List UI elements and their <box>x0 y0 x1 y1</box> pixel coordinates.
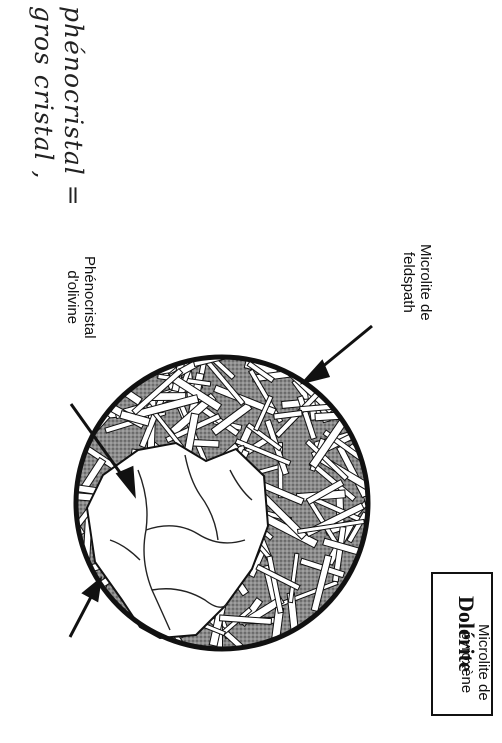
arrow-feldspar <box>304 326 372 382</box>
arrow-pyroxene <box>70 580 100 637</box>
